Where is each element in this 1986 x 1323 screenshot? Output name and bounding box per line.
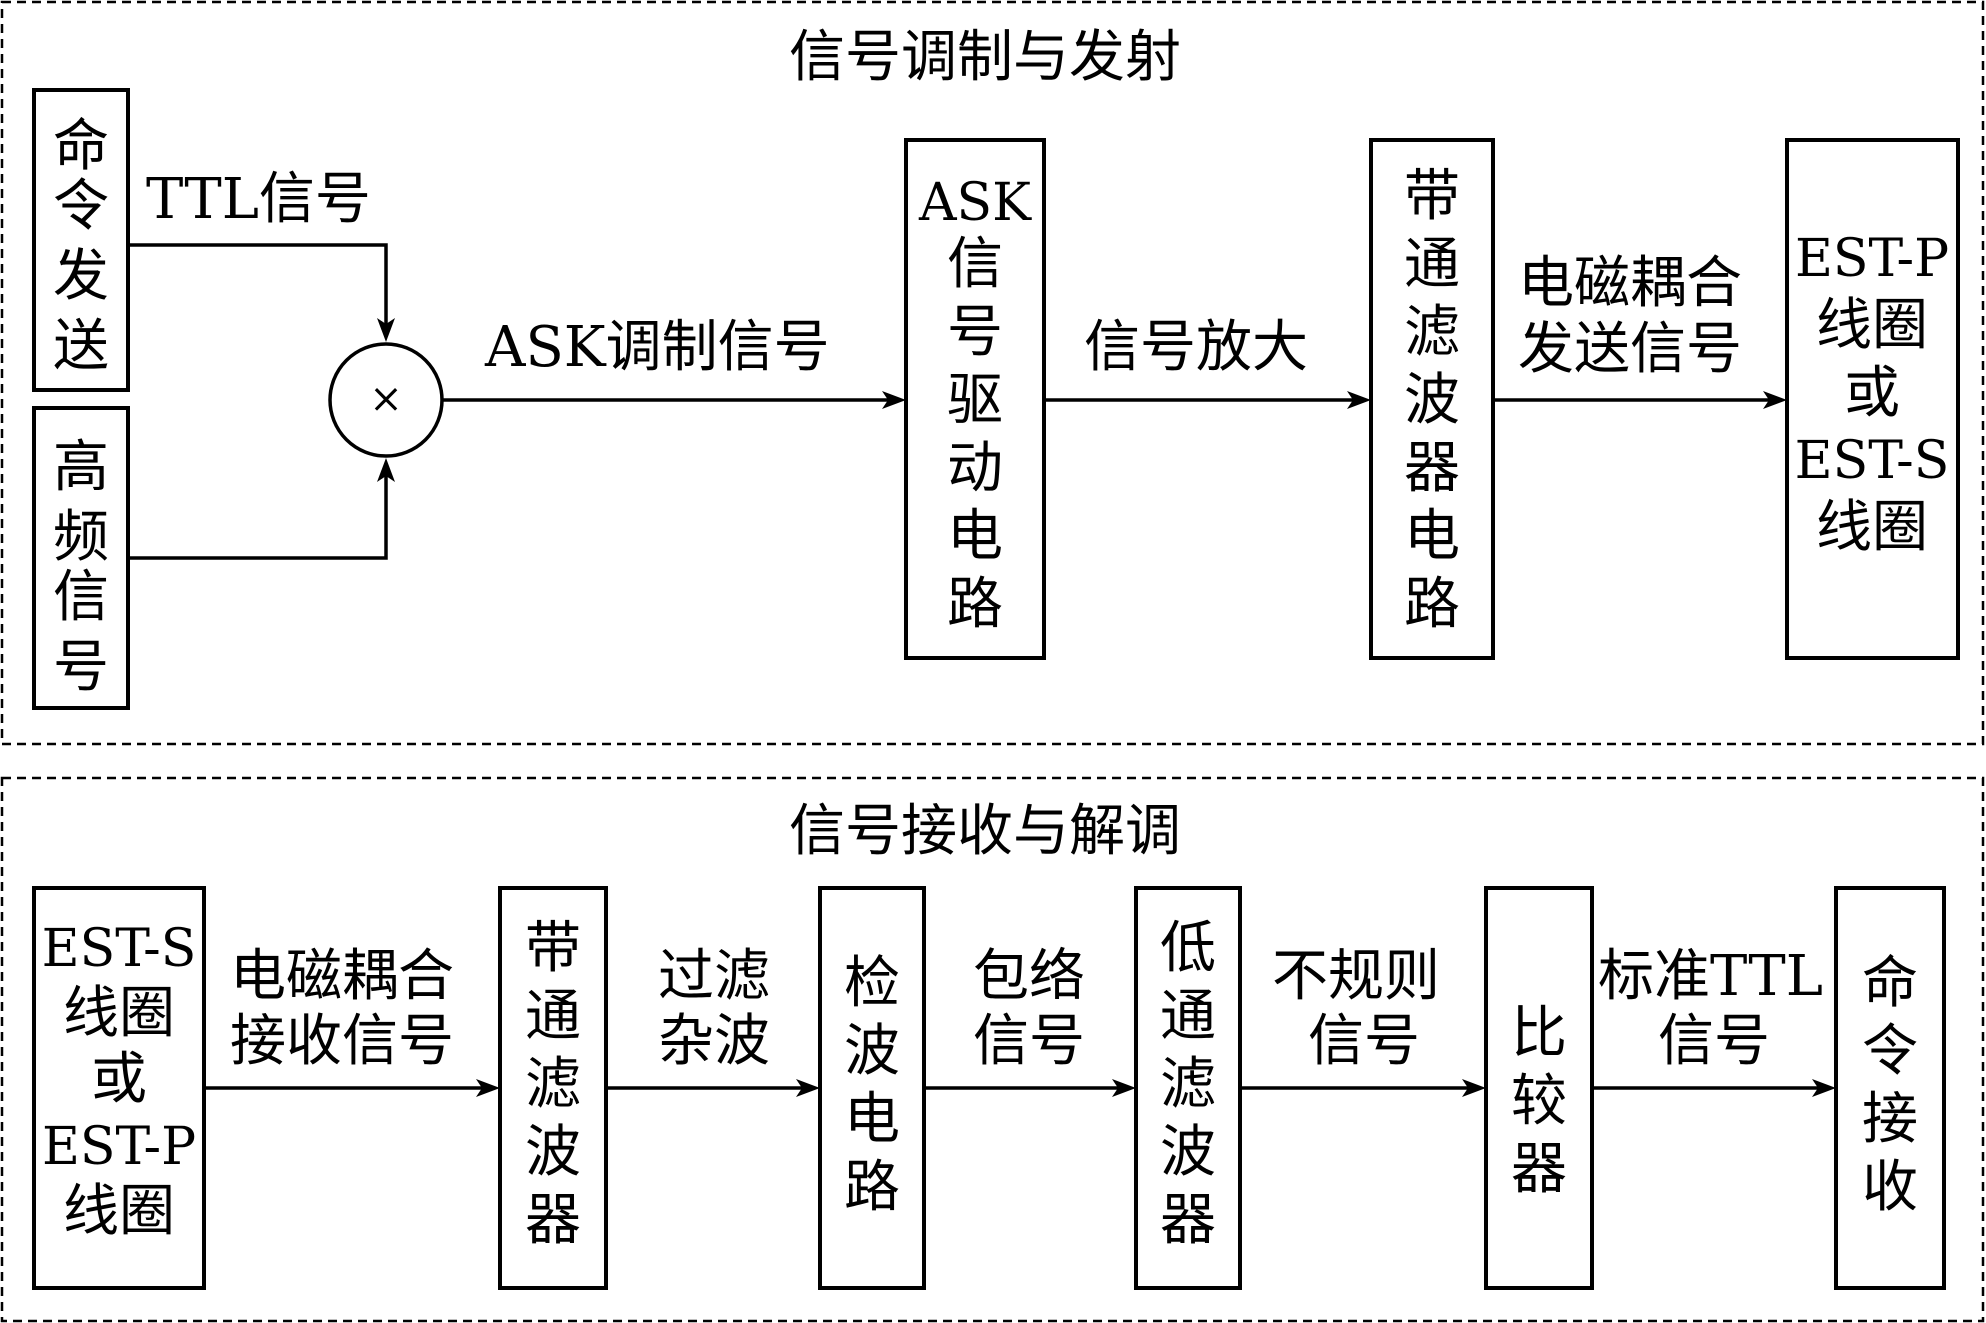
svg-text:EST-S: EST-S: [1795, 431, 1950, 491]
command-receive-box: 命 令 接 收: [1834, 886, 1946, 1290]
receive-section-frame: [0, 776, 1985, 1323]
svg-text:路: 路: [844, 1155, 900, 1220]
svg-text:频: 频: [53, 505, 109, 570]
hf-signal-label: 高: [53, 435, 109, 500]
comparator-label: 比: [1511, 1001, 1567, 1066]
svg-text:通: 通: [1404, 232, 1460, 297]
svg-text:驱: 驱: [947, 368, 1003, 433]
transmit-section-title: 信号调制与发射: [789, 25, 1181, 90]
svg-text:电: 电: [1404, 504, 1460, 569]
svg-text:令: 令: [1862, 1019, 1918, 1084]
svg-text:线圈: 线圈: [1816, 293, 1928, 358]
svg-text:器: 器: [1511, 1137, 1567, 1202]
svg-text:信: 信: [53, 565, 109, 630]
svg-text:或: 或: [1844, 361, 1900, 426]
svg-text:动: 动: [947, 436, 1003, 501]
svg-text:路: 路: [1404, 572, 1460, 637]
svg-text:滤: 滤: [525, 1052, 581, 1117]
irregular-arrowhead: [1462, 1079, 1486, 1097]
command-send-box: 命 令 发 送: [32, 88, 130, 392]
command-receive-label: 命: [1862, 951, 1918, 1016]
svg-text:滤: 滤: [1404, 300, 1460, 365]
irregular-label-2: 信号: [1308, 1009, 1420, 1074]
svg-text:电: 电: [844, 1087, 900, 1152]
bandpass-circuit-label: 带: [1404, 164, 1460, 229]
coupling-receive-arrowhead: [476, 1079, 500, 1097]
comparator-box: 比 较 器: [1484, 886, 1594, 1290]
hf-signal-box: 高 频 信 号: [32, 406, 130, 710]
standard-ttl-arrowhead: [1812, 1079, 1836, 1097]
svg-text:接: 接: [1862, 1087, 1918, 1152]
standard-ttl-label-2: 信号: [1658, 1009, 1770, 1074]
standard-ttl-label-1: 标准TTL: [1598, 944, 1823, 1009]
detector-box: 检 波 电 路: [818, 886, 926, 1290]
svg-text:信: 信: [947, 232, 1003, 297]
filter-clutter-arrowhead: [796, 1079, 820, 1097]
svg-text:器: 器: [1404, 436, 1460, 501]
receive-coil-label: EST-S: [42, 919, 197, 979]
svg-text:通: 通: [1160, 984, 1216, 1049]
lowpass-filter-label: 低: [1160, 916, 1216, 981]
svg-text:号: 号: [947, 300, 1003, 365]
svg-text:波: 波: [525, 1120, 581, 1185]
bandpass-filter-label: 带: [525, 916, 581, 981]
irregular-label-1: 不规则: [1272, 944, 1440, 1009]
ttl-wire: [128, 243, 388, 330]
svg-text:较: 较: [1511, 1069, 1567, 1134]
svg-text:发: 发: [53, 244, 109, 309]
coupling-send-label-2: 发送信号: [1518, 317, 1742, 382]
envelope-arrowhead: [1112, 1079, 1136, 1097]
filter-clutter-label-2: 杂波: [658, 1009, 770, 1074]
transmit-coil-label: EST-P: [1795, 229, 1949, 289]
svg-text:或: 或: [91, 1047, 147, 1112]
receive-coil-box: EST-S 线圈 或 EST-P 线圈: [32, 886, 206, 1290]
command-send-label: 命: [53, 114, 109, 179]
envelope-label-2: 信号: [973, 1009, 1085, 1074]
mixer-symbol: ×: [369, 376, 403, 422]
svg-text:线圈: 线圈: [63, 981, 175, 1046]
svg-text:送: 送: [53, 314, 109, 379]
svg-text:器: 器: [525, 1188, 581, 1253]
transmit-section-frame: [0, 0, 1985, 746]
hf-arrowhead: [377, 458, 395, 482]
ask-modulated-label: ASK调制信号: [484, 315, 830, 380]
detector-label: 检: [844, 951, 900, 1016]
lowpass-filter-box: 低 通 滤 波 器: [1134, 886, 1242, 1290]
ask-driver-label: ASK: [918, 173, 1032, 233]
svg-text:器: 器: [1160, 1188, 1216, 1253]
amplify-arrowhead: [1347, 391, 1371, 409]
svg-text:EST-P: EST-P: [42, 1117, 196, 1177]
coupling-send-arrowhead: [1763, 391, 1787, 409]
ttl-arrowhead: [377, 318, 395, 342]
svg-text:波: 波: [1404, 368, 1460, 433]
svg-text:号: 号: [53, 635, 109, 700]
bandpass-circuit-box: 带 通 滤 波 器 电 路: [1369, 138, 1495, 660]
coupling-receive-label-1: 电磁耦合: [230, 944, 454, 1009]
svg-text:波: 波: [844, 1019, 900, 1084]
ask-arrowhead: [882, 391, 906, 409]
svg-text:波: 波: [1160, 1120, 1216, 1185]
svg-text:滤: 滤: [1160, 1052, 1216, 1117]
svg-text:电: 电: [947, 504, 1003, 569]
svg-text:线圈: 线圈: [63, 1179, 175, 1244]
svg-text:通: 通: [525, 984, 581, 1049]
ttl-signal-label: TTL信号: [146, 167, 371, 232]
svg-text:收: 收: [1862, 1155, 1918, 1220]
coupling-send-label-1: 电磁耦合: [1518, 251, 1742, 316]
svg-text:线圈: 线圈: [1816, 495, 1928, 560]
hf-wire: [128, 470, 388, 560]
envelope-label-1: 包络: [973, 944, 1085, 1009]
amplify-label: 信号放大: [1084, 315, 1308, 380]
transmit-coil-box: EST-P 线圈 或 EST-S 线圈: [1785, 138, 1960, 660]
filter-clutter-label-1: 过滤: [658, 944, 770, 1009]
mixer-node: ×: [328, 342, 444, 458]
coupling-receive-label-2: 接收信号: [230, 1009, 454, 1074]
ask-driver-box: ASK 信 号 驱 动 电 路: [904, 138, 1046, 660]
svg-text:路: 路: [947, 572, 1003, 637]
svg-text:令: 令: [53, 174, 109, 239]
receive-section-title: 信号接收与解调: [789, 799, 1181, 864]
bandpass-filter-box: 带 通 滤 波 器: [498, 886, 608, 1290]
